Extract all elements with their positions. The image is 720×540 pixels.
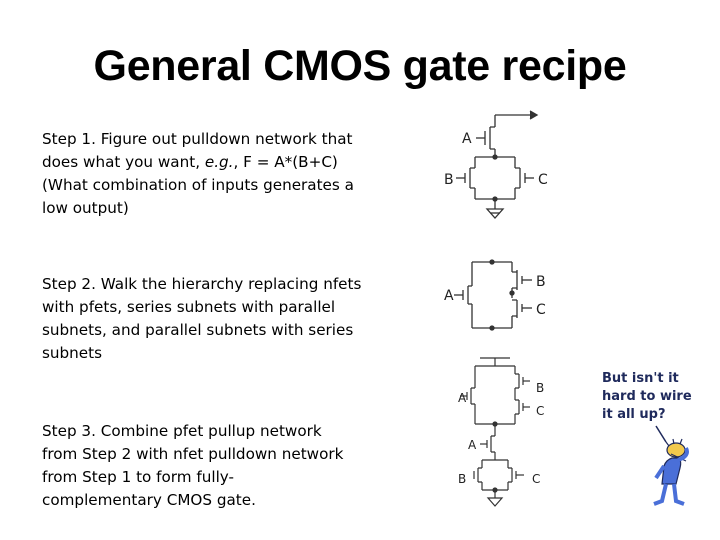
label-a-bottom: A xyxy=(468,438,477,452)
label-b-bottom: B xyxy=(458,472,466,486)
step-2-text: Step 2. Walk the hierarchy replacing nfe… xyxy=(42,275,362,362)
label-b-top: B xyxy=(536,381,544,395)
label-b: B xyxy=(444,172,454,188)
label-a: A xyxy=(444,288,454,304)
pulldown-network-diagram: A B C xyxy=(444,110,548,219)
stick-figure-icon xyxy=(653,438,689,506)
pullup-network-diagram: A B C xyxy=(444,259,546,331)
page-title: General CMOS gate recipe xyxy=(93,42,627,90)
label-c-bottom: C xyxy=(532,472,540,486)
cartoon-line-1: But isn't it xyxy=(602,371,679,386)
cartoon-line-3: it all up? xyxy=(602,407,666,422)
step-3-text: Step 3. Combine pfet pullup network from… xyxy=(42,422,344,509)
label-b: B xyxy=(536,274,546,290)
cartoon-line-2: hard to wire xyxy=(602,389,692,404)
label-c: C xyxy=(536,302,546,318)
step-1-text: Step 1. Figure out pulldown network that… xyxy=(42,130,354,217)
label-c-top: C xyxy=(536,404,544,418)
label-a: A xyxy=(462,131,472,147)
label-c: C xyxy=(538,172,548,188)
combined-cmos-gate-diagram: A B C A B C xyxy=(458,357,544,507)
thinking-figure-cartoon: But isn't it hard to wire it all up? xyxy=(602,371,692,506)
label-a-top: A xyxy=(458,391,467,405)
